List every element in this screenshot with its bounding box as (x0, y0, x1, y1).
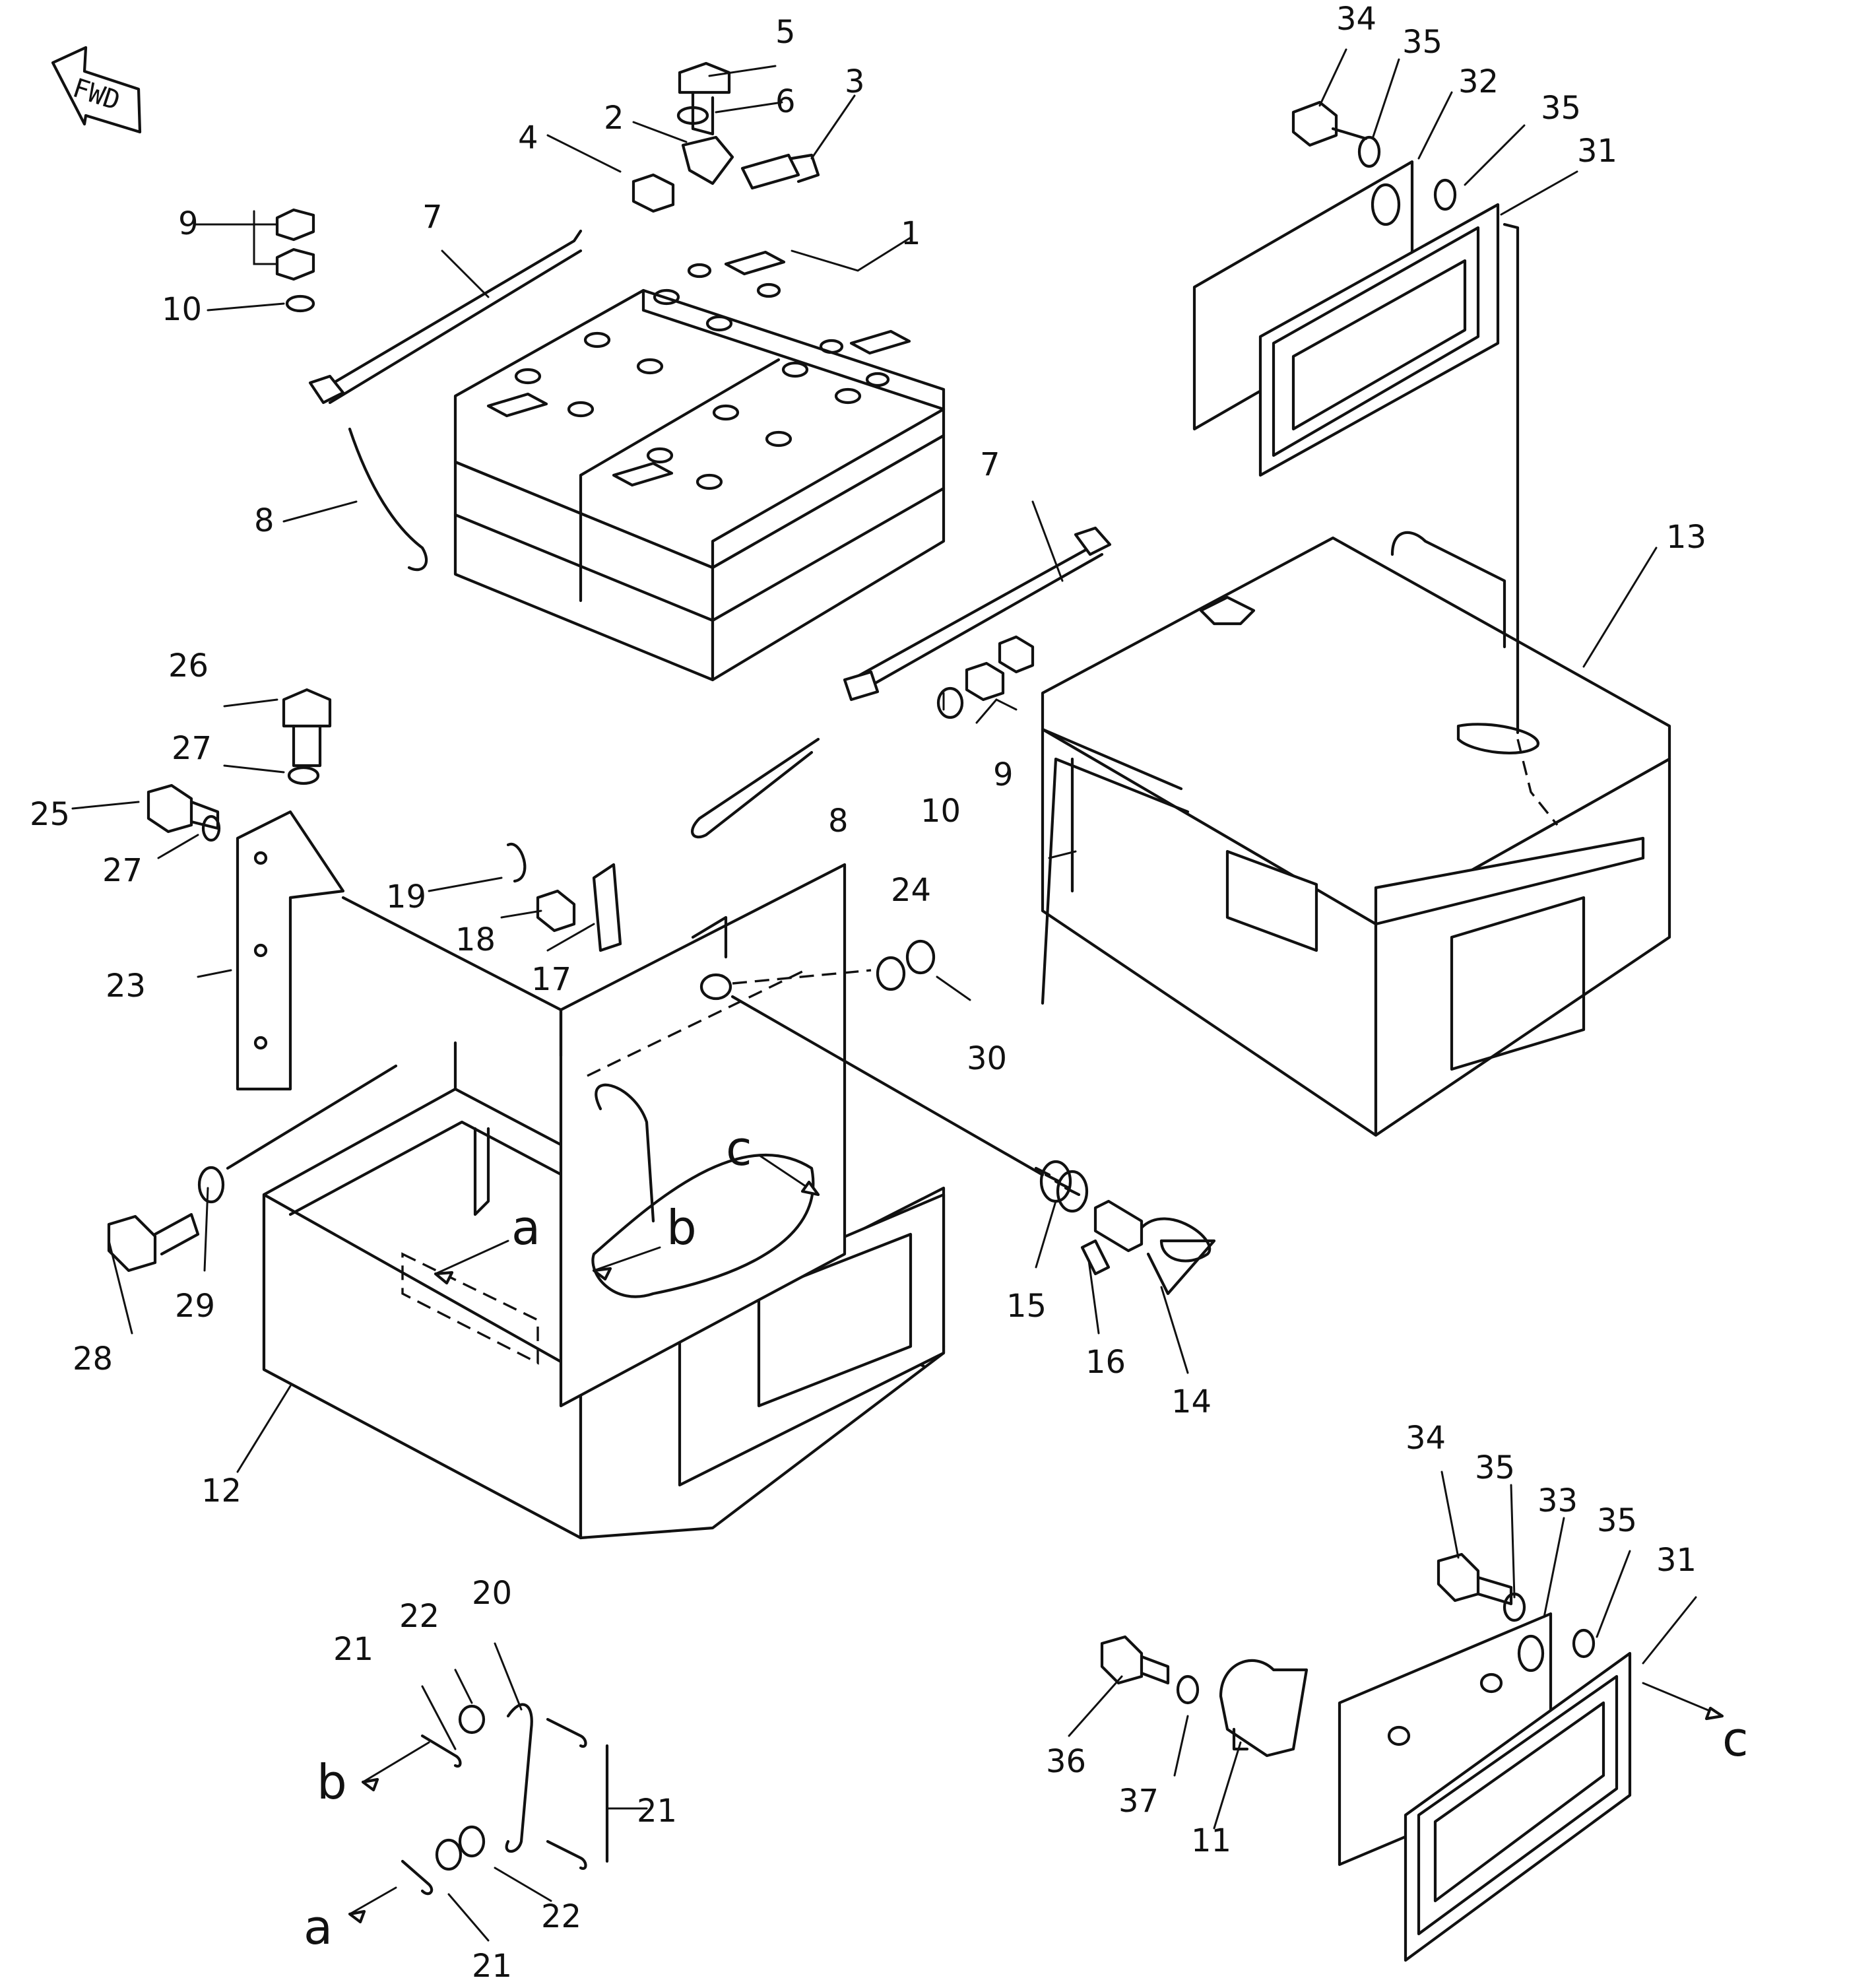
part-label-6: 6 (775, 83, 796, 120)
mounting-bracket (236, 810, 563, 1091)
section-letter-b-upper: b (666, 1200, 697, 1255)
part-label-30: 30 (967, 1040, 1007, 1077)
part-label-14: 14 (1171, 1383, 1212, 1420)
rod-and-pins (401, 1703, 609, 1896)
part-label-4: 4 (518, 119, 538, 156)
part-label-16: 16 (1085, 1344, 1126, 1381)
hold-down-rod-upper (308, 229, 583, 572)
part-label-28: 28 (73, 1341, 113, 1377)
part-label-22b: 22 (541, 1898, 581, 1935)
leader-lines (71, 48, 1697, 1942)
part-label-37: 37 (1118, 1783, 1159, 1820)
part-label-1: 1 (901, 215, 921, 252)
box-fasteners (107, 688, 398, 1273)
part-label-27a: 27 (172, 730, 212, 767)
part-label-26: 26 (168, 647, 209, 684)
part-label-35c: 35 (1475, 1449, 1515, 1486)
battery-cover (1041, 531, 1671, 1137)
part-label-3: 3 (845, 63, 865, 100)
forward-arrow-icon: FWD (51, 46, 142, 134)
part-label-34a: 34 (1336, 1, 1376, 38)
part-label-31a: 31 (1577, 133, 1617, 170)
part-label-22a: 22 (399, 1598, 439, 1635)
part-label-25: 25 (30, 796, 70, 833)
part-label-7a: 7 (422, 199, 443, 236)
part-label-5: 5 (775, 14, 796, 51)
lock-parts (506, 842, 622, 952)
part-label-24: 24 (891, 872, 931, 909)
part-label-8a: 8 (254, 502, 275, 539)
part-number-labels: 1 2 3 4 5 6 7 7 8 8 9 9 10 10 11 12 13 1… (30, 1, 1706, 1985)
part-label-29: 29 (175, 1288, 215, 1325)
part-label-36: 36 (1046, 1743, 1086, 1780)
part-label-20: 20 (472, 1575, 512, 1612)
part-label-12: 12 (201, 1473, 242, 1509)
part-label-21c: 21 (472, 1948, 512, 1985)
section-letter-c-lower: c (1722, 1711, 1749, 1767)
section-letter-c-upper: c (726, 1121, 752, 1176)
part-label-13: 13 (1666, 519, 1706, 556)
part-label-35b: 35 (1541, 90, 1581, 127)
part-label-21a: 21 (333, 1631, 373, 1668)
latch-assembly (699, 939, 1216, 1296)
part-label-19: 19 (386, 878, 426, 915)
part-label-27b: 27 (102, 852, 143, 889)
section-letter-a-lower: a (304, 1900, 333, 1955)
part-label-35d: 35 (1597, 1502, 1637, 1539)
section-letters: a b c b a c (304, 1121, 1749, 1955)
part-label-21b: 21 (637, 1793, 677, 1830)
section-letter-b-lower: b (317, 1754, 347, 1810)
terminal-hardware (631, 61, 820, 213)
part-label-23: 23 (106, 968, 146, 1005)
part-label-17: 17 (531, 961, 571, 998)
section-letter-a-upper: a (511, 1200, 540, 1255)
section-pointers (348, 1154, 1724, 1924)
battery-box (262, 863, 946, 1540)
part-label-32: 32 (1458, 63, 1499, 100)
part-label-7b: 7 (980, 446, 1000, 483)
part-label-18: 18 (455, 921, 496, 958)
battery-pair (453, 250, 946, 682)
part-label-33: 33 (1537, 1482, 1578, 1519)
part-label-34b: 34 (1406, 1420, 1446, 1457)
part-label-10a: 10 (162, 291, 202, 328)
part-label-35a: 35 (1402, 24, 1442, 61)
part-label-15: 15 (1006, 1288, 1047, 1325)
part-label-9b: 9 (993, 756, 1014, 793)
part-label-9a: 9 (178, 205, 199, 242)
access-plate-upper (1192, 100, 1520, 735)
part-label-11: 11 (1191, 1822, 1231, 1859)
part-label-2: 2 (604, 100, 624, 137)
hold-down-nuts-upper (275, 208, 315, 313)
part-label-8b: 8 (828, 803, 849, 840)
part-label-31b: 31 (1656, 1542, 1697, 1579)
access-plate-lower (1100, 1552, 1632, 1962)
part-label-10b: 10 (921, 793, 961, 830)
